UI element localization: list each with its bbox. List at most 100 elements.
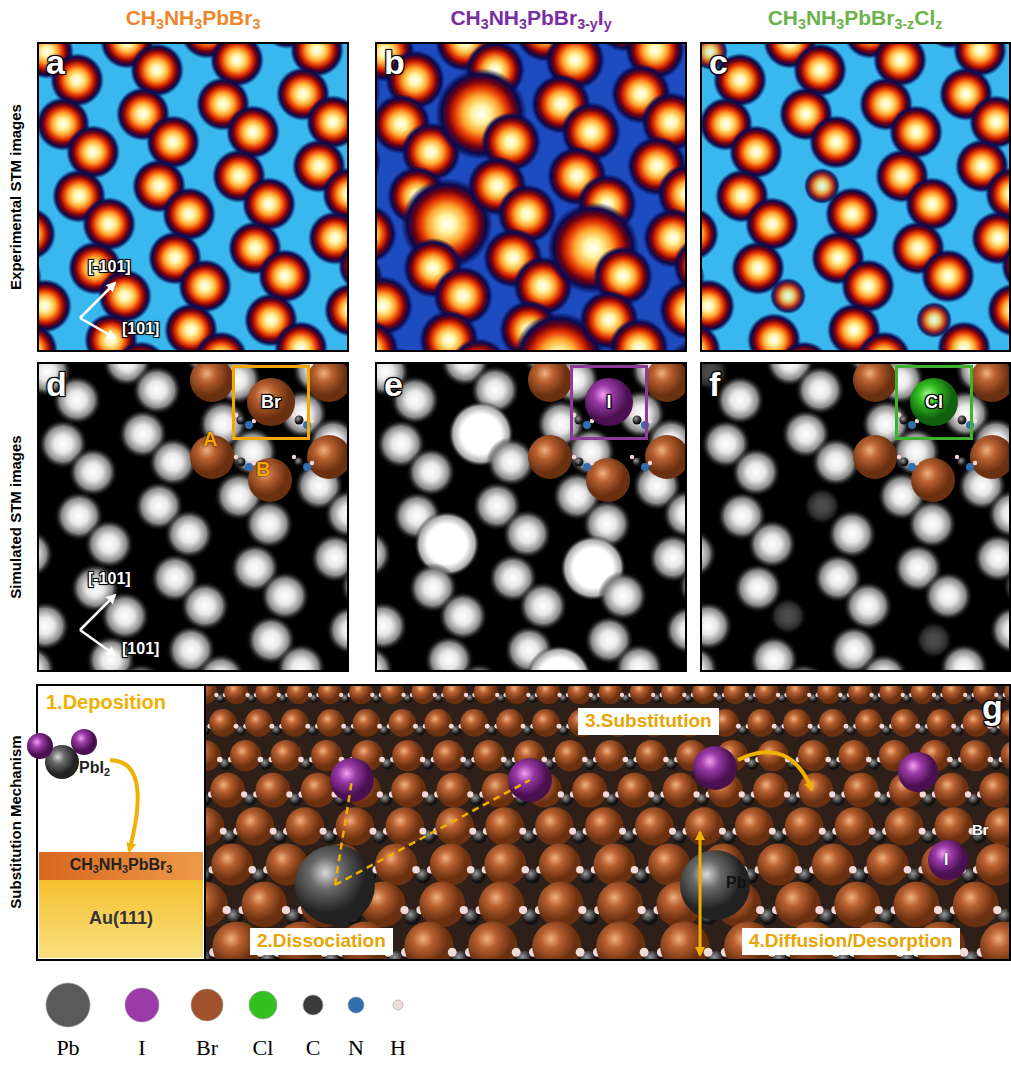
stm-image <box>37 42 349 352</box>
panel-title: CH3NH3PbBr3 <box>126 6 261 33</box>
bromine-atom <box>970 362 1011 402</box>
stm-spot <box>37 529 54 579</box>
stm-spot <box>923 571 973 621</box>
hydrogen-atom <box>495 693 499 697</box>
hydrogen-atom <box>521 724 526 729</box>
bromine-atom <box>817 685 841 704</box>
hydrogen-atom <box>640 948 649 957</box>
stm-spot <box>811 437 861 487</box>
bromine-atom <box>597 882 643 928</box>
hydrogen-atom <box>630 413 634 417</box>
hydrogen-atom <box>973 461 977 465</box>
node-text: 3.Substitution <box>585 711 712 732</box>
direction-label: [101] <box>122 320 159 338</box>
nitrogen-atom <box>966 463 974 471</box>
hydrogen-atom <box>464 693 468 697</box>
hydrogen-atom <box>269 724 274 729</box>
bromine-atom <box>848 685 872 704</box>
bromine-atom <box>224 685 248 704</box>
hydrogen-atom <box>558 791 564 797</box>
stm-spot <box>937 321 991 352</box>
bromine-atom <box>318 685 342 704</box>
bromine-atom <box>819 709 847 737</box>
bromine-atom <box>594 844 636 886</box>
hydrogen-atom <box>590 461 594 465</box>
bromine-atom <box>586 458 630 502</box>
bromine-atom <box>834 882 880 928</box>
legend-swatch <box>46 983 90 1027</box>
stm-image <box>700 362 1011 672</box>
bromine-atom <box>685 807 723 845</box>
bromine-atom <box>775 882 821 928</box>
legend-swatch <box>348 997 364 1013</box>
stm-spot <box>809 115 863 169</box>
nitrogen-atom <box>641 463 649 471</box>
stm-spot <box>973 533 1011 583</box>
hydrogen-atom <box>648 461 652 465</box>
legend-text: H <box>390 1036 406 1060</box>
stm-spot <box>770 278 806 314</box>
stm-spot <box>375 645 394 672</box>
bromine-atom <box>443 685 467 704</box>
panel-letter: f <box>709 366 720 403</box>
stm-spot <box>939 643 989 672</box>
stm-spot <box>37 207 56 261</box>
hydrogen-atom <box>739 791 745 797</box>
bromine-atom <box>585 807 623 845</box>
bromine-atom <box>411 685 435 704</box>
hydrogen-atom <box>648 419 652 423</box>
bromine-atom <box>528 362 572 402</box>
stm-spot <box>769 597 807 635</box>
bromine-atom <box>783 709 811 737</box>
stm-spot <box>194 331 248 352</box>
panel-letter: b <box>384 44 405 81</box>
bromine-atom <box>419 882 465 928</box>
stm-spot <box>326 605 349 655</box>
iodine-atom <box>928 840 968 880</box>
hydrogen-atom <box>819 828 826 835</box>
bromine-atom <box>879 685 903 704</box>
node-text: Br <box>261 393 281 413</box>
bromine-atom <box>538 882 584 928</box>
bromine-atom <box>205 740 221 771</box>
carbon-atom <box>958 458 967 467</box>
stm-spot <box>526 645 592 672</box>
bromine-atom <box>271 740 302 771</box>
hydrogen-atom <box>825 757 831 763</box>
hydrogen-atom <box>576 866 584 874</box>
hydrogen-atom <box>557 693 561 697</box>
hydrogen-atom <box>932 693 936 697</box>
hydrogen-atom <box>623 757 629 763</box>
stm-spot <box>700 529 717 579</box>
direction-arrow <box>80 595 115 630</box>
stm-spot <box>989 605 1011 655</box>
bromine-atom <box>536 685 560 704</box>
bromine-atom <box>927 709 955 737</box>
hydrogen-atom <box>526 693 530 697</box>
bromine-atom <box>281 709 309 737</box>
bromine-atom <box>798 773 833 808</box>
nitrogen-atom <box>583 463 591 471</box>
hydrogen-atom <box>569 828 576 835</box>
stm-spot <box>37 601 70 651</box>
stm-spot <box>274 321 328 352</box>
surface-illustration <box>205 685 1010 960</box>
bromine-atom <box>380 685 404 704</box>
legend-swatch <box>125 988 159 1022</box>
dissociation-line <box>335 780 352 885</box>
stm-spot <box>664 605 687 655</box>
stm-spot <box>244 499 294 549</box>
carbon-atom <box>633 416 642 425</box>
row-label: Simulated STM images <box>8 367 28 667</box>
hydrogen-atom <box>377 791 383 797</box>
stm-spot <box>406 447 456 497</box>
bromine-atom <box>661 685 685 704</box>
panel-frame <box>701 363 1010 671</box>
stm-spot <box>84 519 134 569</box>
step-box: 4.Diffusion/Desorption <box>742 928 960 955</box>
bromine-atom <box>435 807 473 845</box>
stm-spot <box>100 591 150 641</box>
stm-spot <box>180 581 230 631</box>
stm-spot <box>987 283 1011 337</box>
bromine-atom <box>723 685 747 704</box>
